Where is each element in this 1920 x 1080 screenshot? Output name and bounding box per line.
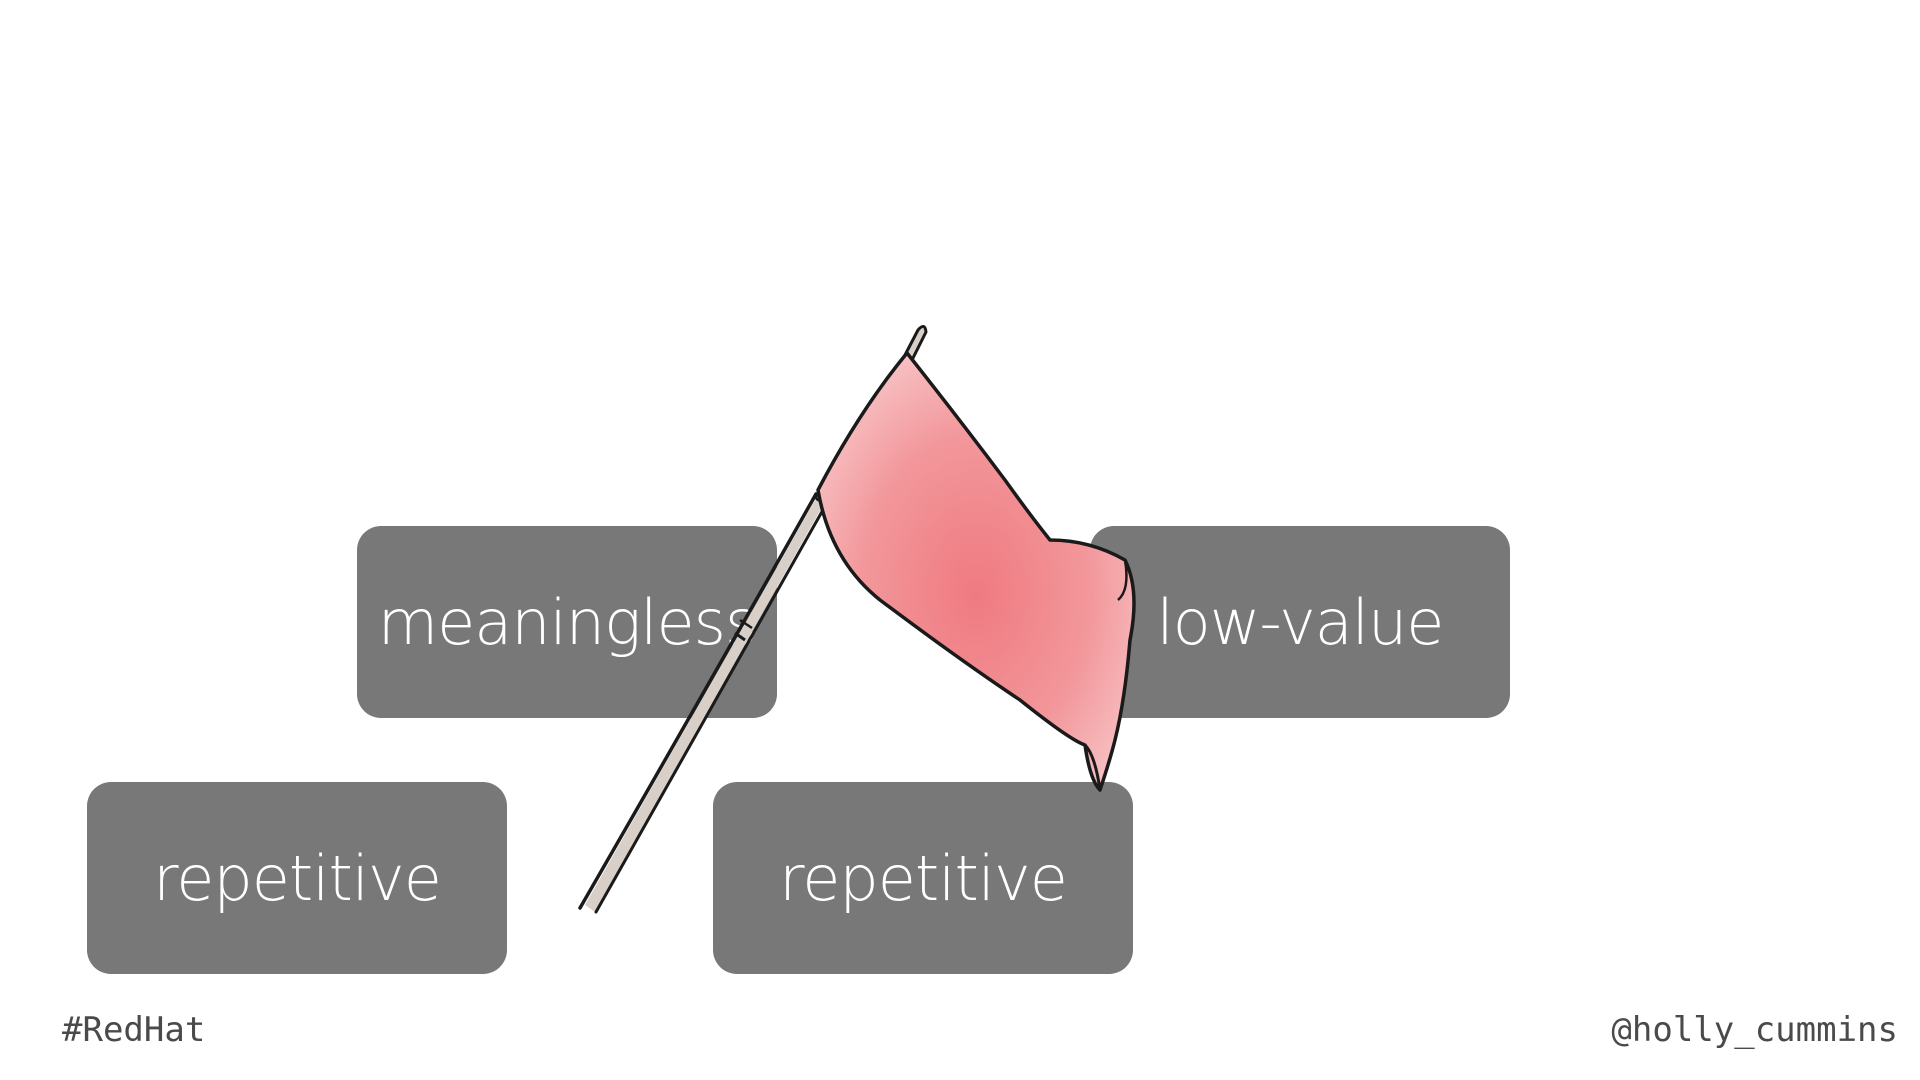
meaningless-label: meaningless <box>377 585 758 659</box>
hashtag-footer: #RedHat <box>62 1010 206 1050</box>
repetitive-left-box: repetitive <box>87 782 507 974</box>
flag-cloth <box>816 351 1136 792</box>
low-value-label: low-value <box>1156 585 1445 659</box>
meaningless-box: meaningless <box>357 526 777 718</box>
low-value-box: low-value <box>1090 526 1510 718</box>
author-handle-footer: @holly_cummins <box>1611 1010 1898 1050</box>
repetitive-middle-box: repetitive <box>713 782 1133 974</box>
repetitive-left-label: repetitive <box>153 841 442 915</box>
repetitive-middle-label: repetitive <box>779 841 1068 915</box>
flag-pole <box>578 491 830 914</box>
